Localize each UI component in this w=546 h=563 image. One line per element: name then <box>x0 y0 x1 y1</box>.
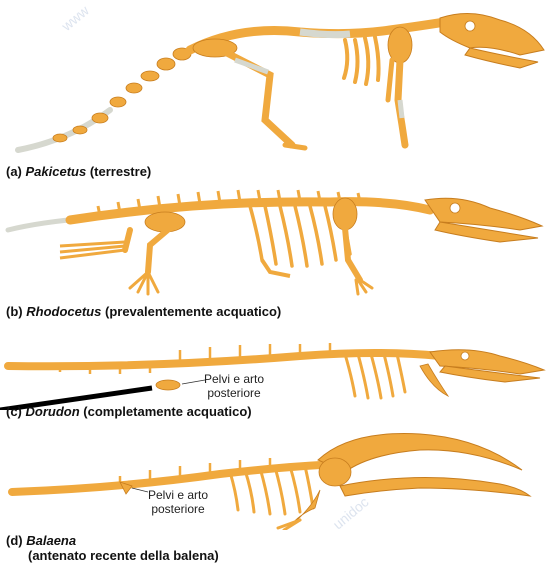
pelvis-vestigial <box>156 380 180 390</box>
rhodocetus-skeleton <box>0 180 546 300</box>
caption-c: (c) Dorudon (completamente acquatico) <box>6 404 252 419</box>
panel-balaena: Pelvi e arto posteriore (d) Balaena (ant… <box>0 430 546 561</box>
genus-name: Rhodocetus <box>26 304 101 319</box>
caption-a: (a) Pakicetus (terrestre) <box>6 164 151 179</box>
panel-pakicetus: (a) Pakicetus (terrestre) <box>0 0 546 180</box>
genus-name: Dorudon <box>26 404 80 419</box>
panel-dorudon: Pelvi e arto posteriore (c) Dorudon (com… <box>0 330 546 430</box>
callout-pelvis-d: Pelvi e arto posteriore <box>148 488 208 516</box>
callout-pelvis-c: Pelvi e arto posteriore <box>204 372 264 400</box>
pakicetus-skeleton <box>0 0 546 160</box>
caption-b: (b) Rhodocetus (prevalentemente acquatic… <box>6 304 281 319</box>
dorudon-skeleton <box>0 330 546 410</box>
caption-d: (d) Balaena (antenato recente della bale… <box>6 533 219 563</box>
genus-name: Pakicetus <box>26 164 87 179</box>
balaena-skeleton <box>0 430 546 530</box>
panel-rhodocetus: (b) Rhodocetus (prevalentemente acquatic… <box>0 180 546 320</box>
genus-name: Balaena <box>26 533 76 548</box>
